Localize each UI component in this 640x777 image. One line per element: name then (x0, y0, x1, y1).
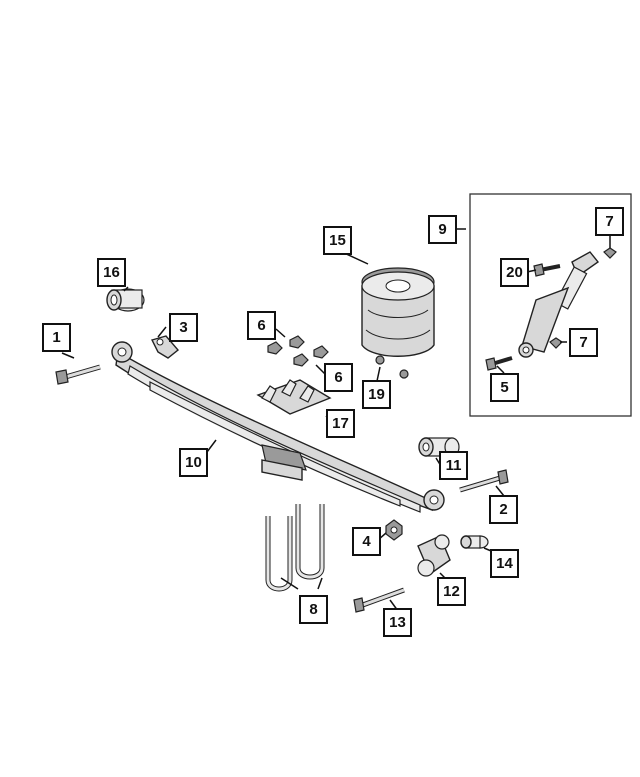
callout-19: 19 (362, 380, 391, 409)
cam-bracket (150, 335, 180, 359)
shackle-bushing (460, 535, 489, 549)
callout-20: 20 (500, 258, 529, 287)
air-spring (361, 267, 435, 357)
callout-1: 1 (42, 323, 71, 352)
shock-absorber (518, 251, 600, 358)
callout-4: 4 (352, 527, 381, 556)
callout-9: 9 (428, 215, 457, 244)
u-bolts (265, 504, 325, 592)
callout-3: 3 (169, 313, 198, 342)
callout-17: 17 (326, 409, 355, 438)
shock-upper-nut (603, 247, 617, 259)
spring-eye-bushing-front (106, 288, 145, 312)
rear-eye-bolt (459, 469, 509, 493)
callout-14: 14 (490, 549, 519, 578)
callout-16: 16 (97, 258, 126, 287)
callout-12: 12 (437, 577, 466, 606)
spring-seat-bracket (256, 379, 332, 415)
callout-6-upper: 6 (247, 311, 276, 340)
leaf-spring (111, 341, 445, 513)
air-spring-nuts (375, 355, 409, 379)
shock-lower-bolt (485, 356, 513, 371)
shackle-bolt (353, 587, 405, 613)
callout-13: 13 (383, 608, 412, 637)
nuts-cluster (267, 335, 329, 367)
callout-7-upper: 7 (595, 207, 624, 236)
spring-shackle (417, 534, 451, 577)
shackle-nut (385, 519, 403, 541)
front-eye-bolt (55, 364, 101, 385)
shock-upper-bolt (533, 263, 561, 277)
callout-2: 2 (489, 495, 518, 524)
shock-absorber-inset-box (469, 193, 632, 417)
callout-15: 15 (323, 226, 352, 255)
callout-5: 5 (490, 373, 519, 402)
callout-11: 11 (439, 451, 468, 480)
callout-10: 10 (179, 448, 208, 477)
callout-6-lower: 6 (324, 363, 353, 392)
callout-7-lower: 7 (569, 328, 598, 357)
callout-8: 8 (299, 595, 328, 624)
shock-lower-nut (549, 337, 563, 349)
